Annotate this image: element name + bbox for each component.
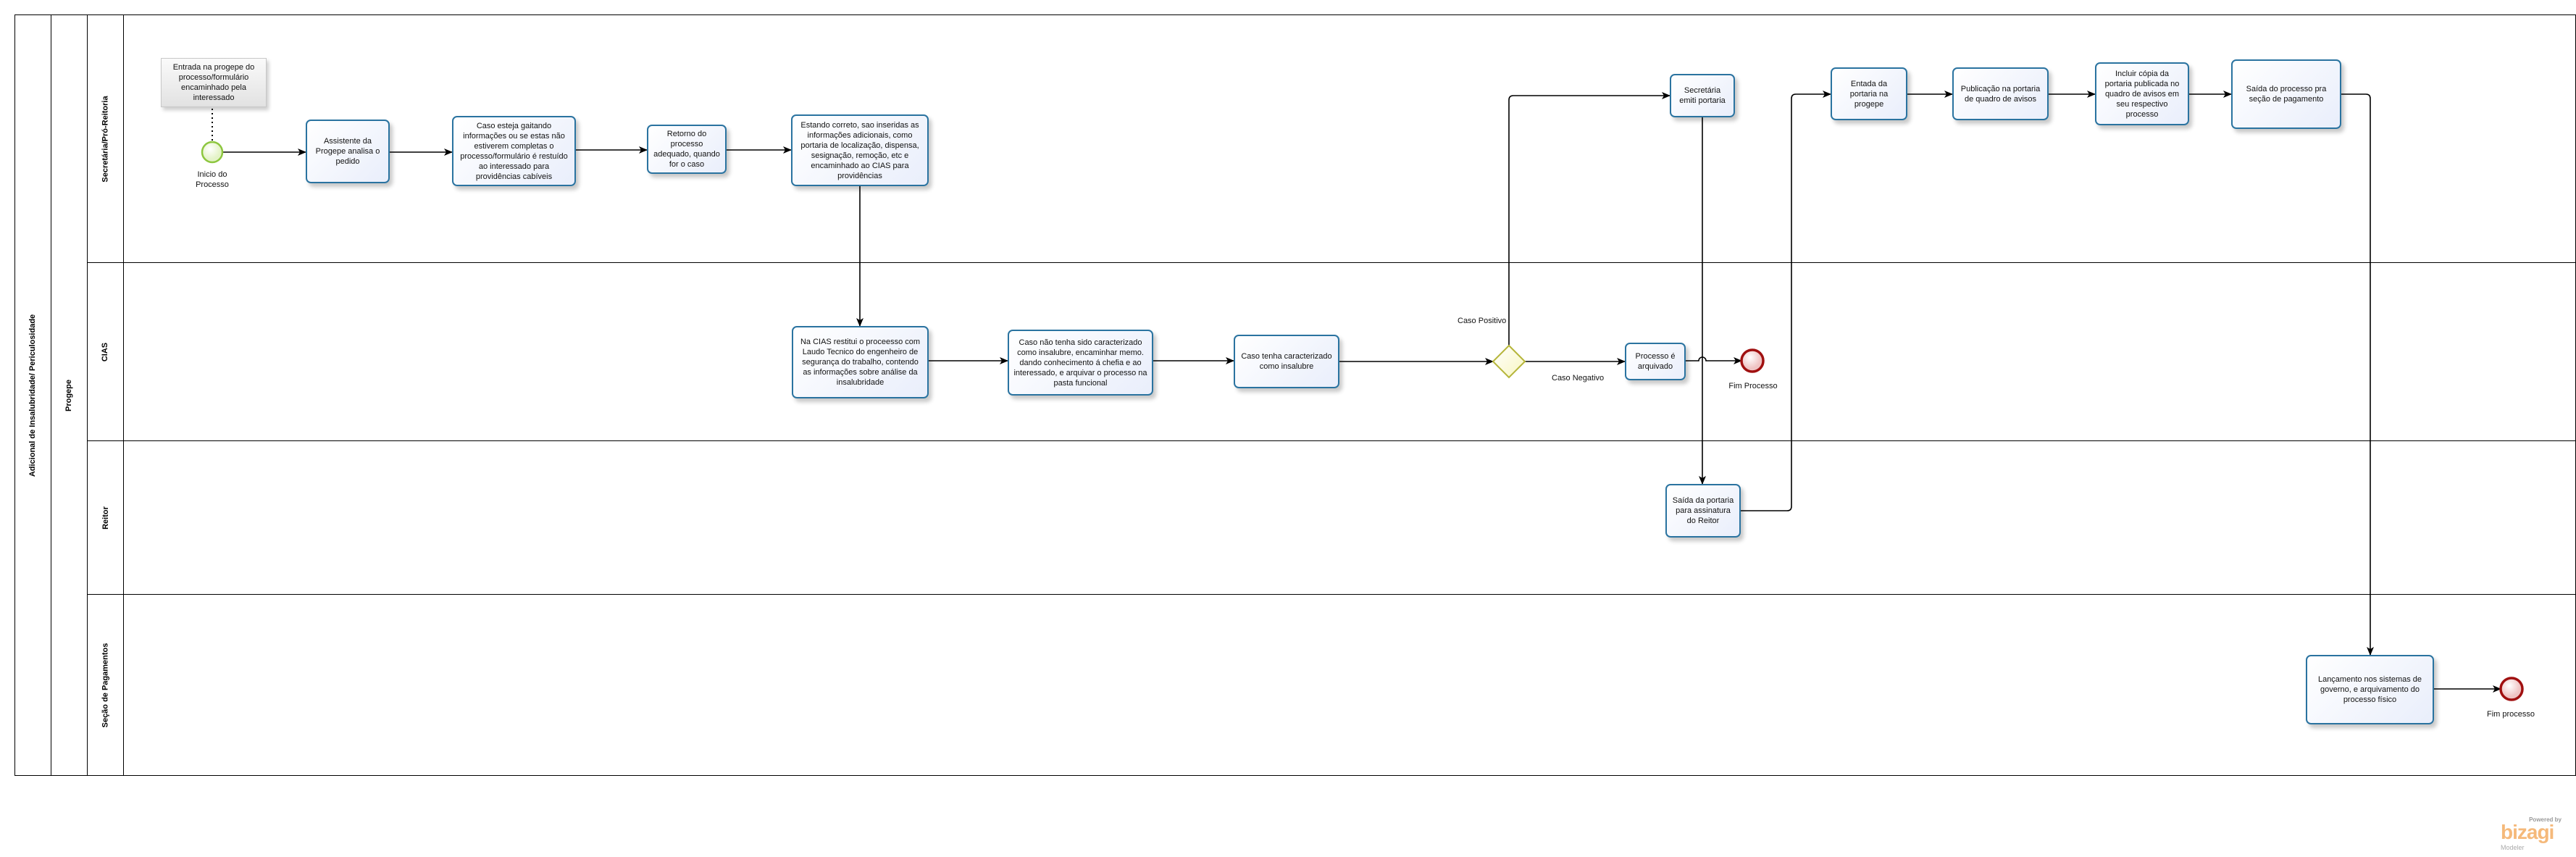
start-event-label: Inicio do Processo [196,170,229,189]
task-entada-portaria[interactable]: Entada da portaria na progepe [1831,67,1907,120]
gateway-icon[interactable] [1492,344,1526,379]
flow-positivo [1508,92,1670,346]
bizagi-logo-text: bizagi [2501,821,2554,843]
task-estando-correto[interactable]: Estando correto, sao inseridas as inform… [791,114,929,186]
flow [1741,91,1831,511]
bizagi-logo: Powered by bizagi Modeler [2492,816,2564,853]
task-retorno-processo[interactable]: Retorno do processo adequado, quando for… [647,125,727,174]
flow [2341,93,2374,656]
modeler-text: Modeler [2501,844,2525,851]
task-incluir-copia[interactable]: Incluir cópia da portaria publicada no q… [2095,62,2189,125]
end-event-icon[interactable] [1740,348,1765,373]
task-saida-portaria-reitor[interactable]: Saída da portaria para assinatura do Rei… [1665,484,1741,538]
end-event-label: Fim Processo [1728,382,1778,390]
task-nao-caracterizado[interactable]: Caso não tenha sido caracterizado como i… [1008,330,1153,396]
powered-by-text: Powered by [2529,816,2562,823]
lane-header-pagamentos [87,594,124,776]
task-informacoes-faltando[interactable]: Caso esteja gaitando informações ou se e… [452,116,576,186]
text-annotation[interactable]: Entrada na progepe do processo/formulári… [161,58,267,107]
task-emiti-portaria[interactable]: Secretária emiti portaria [1670,74,1735,117]
flow-label-negativo: Caso Negativo [1552,374,1605,382]
task-publicacao-portaria[interactable]: Publicação na portaria de quadro de avis… [1952,67,2049,120]
task-caracterizado[interactable]: Caso tenha caracterizado como insalubre [1234,335,1339,388]
task-processo-arquivado[interactable]: Processo é arquivado [1625,343,1686,380]
end-event-label: Fim processo [2486,710,2535,719]
start-event-icon[interactable] [201,141,224,164]
task-saida-processo-pagamento[interactable]: Saída do processo pra seção de pagamento [2231,59,2341,129]
task-cias-laudo[interactable]: Na CIAS restitui o proceesso com Laudo T… [792,326,929,398]
end-event-icon[interactable] [2499,677,2524,701]
task-assistente-analisa[interactable]: Assistente da Progepe analisa o pedido [306,120,390,183]
flow-label-positivo: Caso Positivo [1458,317,1507,325]
task-lancamento-sistemas[interactable]: Lançamento nos sistemas de governo, e ar… [2306,655,2434,724]
flow [1686,356,1742,364]
